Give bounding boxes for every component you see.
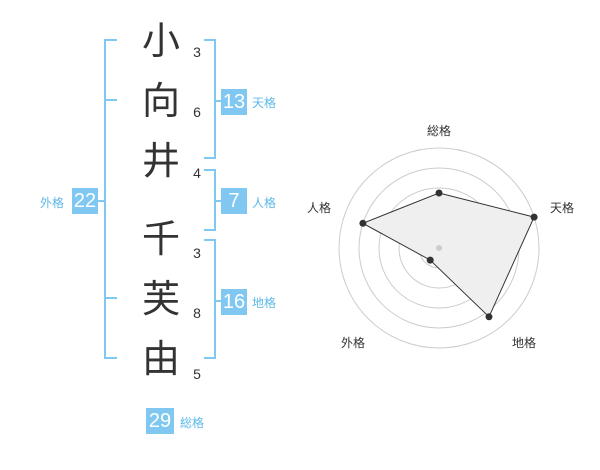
radar-point-3	[485, 313, 493, 321]
stroke-count-1: 3	[193, 44, 201, 60]
gaikaku-label: 外格	[40, 196, 65, 210]
stroke-count-5: 8	[193, 305, 201, 321]
stroke-count-4: 3	[193, 245, 201, 261]
radar-point-2	[530, 213, 538, 221]
stroke-count-2: 6	[193, 104, 201, 120]
soukaku-label: 総格	[180, 416, 205, 430]
name-char-1: 小	[141, 19, 180, 63]
stroke-count-3: 4	[193, 165, 201, 181]
chikaku-bracket	[204, 239, 216, 359]
radar-point-1	[435, 189, 443, 197]
radar-point-4	[426, 256, 434, 264]
gaikaku-value-badge: 22	[72, 188, 98, 214]
radar-center-dot	[436, 245, 442, 251]
gaikaku-bracket	[104, 39, 117, 359]
radar-axis-label-chikaku: 地格	[511, 336, 537, 350]
radar-polygon	[361, 192, 535, 318]
tenkaku-value-badge: 13	[221, 89, 247, 115]
radar-axis-label-jinkaku: 人格	[306, 201, 332, 215]
radar-point-5	[359, 219, 367, 227]
tenkaku-bracket	[204, 39, 216, 159]
radar-ring-5	[338, 147, 540, 349]
soukaku-value-badge: 29	[146, 408, 174, 434]
name-char-3: 井	[141, 139, 180, 183]
name-char-4: 千	[141, 217, 180, 261]
radar-axis-label-gaikaku: 外格	[340, 336, 366, 350]
name-char-5: 芙	[141, 277, 180, 321]
tenkaku-label: 天格	[252, 96, 277, 110]
name-char-6: 由	[141, 337, 180, 381]
name-char-2: 向	[141, 79, 180, 123]
jinkaku-value-badge: 7	[221, 188, 247, 214]
chikaku-value-badge: 16	[221, 289, 247, 315]
jinkaku-label: 人格	[252, 196, 277, 210]
radar-points	[359, 189, 538, 321]
stroke-count-6: 5	[193, 366, 201, 382]
chikaku-label: 地格	[252, 296, 277, 310]
radar-axis-label-tenkaku: 天格	[549, 201, 575, 215]
radar-axis-label-soukaku: 総格	[426, 124, 452, 138]
